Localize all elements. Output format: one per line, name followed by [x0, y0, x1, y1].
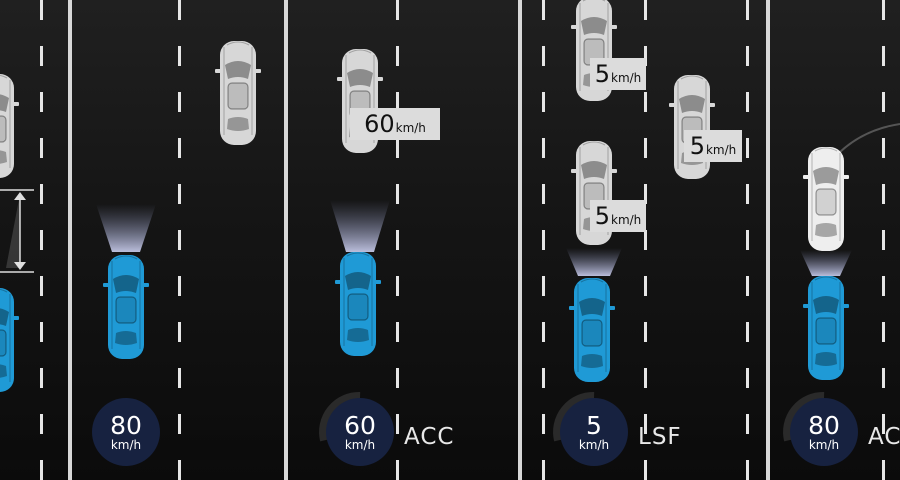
traffic-speed-label: 5 km/h	[684, 130, 742, 162]
lead-car	[214, 40, 262, 146]
headlight-beam	[566, 248, 622, 276]
speed-value: 5	[586, 410, 602, 440]
traffic-speed-unit: km/h	[611, 71, 642, 85]
lead-car	[336, 48, 384, 154]
speed-value: 80	[808, 410, 840, 440]
speed-unit: km/h	[578, 437, 610, 452]
speed-gauge: 5 km/h	[553, 392, 628, 466]
traffic-speed-unit: km/h	[705, 143, 737, 157]
lane-marking-dashed	[396, 0, 399, 480]
lead-speed-value: 60	[364, 110, 395, 138]
panel-5-acc-cut: 80 km/h AC	[770, 0, 900, 480]
ego-car	[102, 254, 150, 360]
lead-car	[0, 73, 20, 179]
mode-label: AC	[868, 424, 900, 450]
lead-speed-unit: km/h	[395, 121, 426, 135]
speed-gauge: 80 km/h	[92, 398, 160, 466]
speed-unit: km/h	[110, 437, 142, 452]
speed-dial: 60 km/h	[326, 398, 394, 466]
speed-dial: 5 km/h	[560, 398, 628, 466]
headlight-beam	[800, 250, 852, 276]
speed-gauge: 60 km/h	[319, 392, 394, 466]
lane-marking-dashed	[178, 0, 181, 480]
speed-value: 80	[110, 410, 142, 440]
panel-3-acc: 60 km/h 60 km/h ACC	[288, 0, 518, 480]
lane-marking-dashed	[40, 0, 43, 480]
panel-1-distance	[0, 0, 60, 480]
mode-label: ACC	[404, 424, 455, 450]
lead-speed-unit: km/h	[611, 213, 642, 227]
speed-dial: 80 km/h	[92, 398, 160, 466]
ego-car	[334, 251, 382, 357]
lead-speed-value: 5	[594, 202, 610, 230]
lane-marking-dashed	[882, 0, 885, 480]
speed-value: 60	[344, 410, 376, 440]
panel-divider	[68, 0, 72, 480]
lead-car-speed-label: 5 km/h	[590, 200, 646, 232]
traffic-car	[668, 74, 716, 180]
panel-divider	[284, 0, 288, 480]
speed-unit: km/h	[344, 437, 376, 452]
lane-marking-dashed	[644, 0, 647, 480]
lead-car-speed-label: 60 km/h	[350, 108, 440, 140]
speed-gauge: 80 km/h	[783, 392, 858, 466]
panel-4-lsf: 5 km/h 5 km/h 5 km/h 5 km/h LSF	[522, 0, 752, 480]
speed-dial: 80 km/h	[790, 398, 858, 466]
panel-divider	[518, 0, 522, 480]
traffic-speed-value: 5	[689, 132, 705, 160]
traffic-speed-label: 5 km/h	[590, 58, 646, 90]
ego-car	[568, 277, 616, 383]
mode-label: LSF	[638, 424, 682, 450]
lane-marking-dashed	[746, 0, 749, 480]
distance-arrow-icon	[0, 189, 34, 273]
traffic-speed-value: 5	[594, 60, 610, 88]
headlight-beam	[330, 200, 390, 252]
ego-car	[802, 275, 850, 381]
cut-in-car	[802, 146, 850, 252]
panel-divider	[766, 0, 770, 480]
headlight-beam	[96, 204, 156, 252]
panel-2-no-acc: 80 km/h	[72, 0, 284, 480]
lane-marking-dashed	[542, 0, 545, 480]
speed-unit: km/h	[808, 437, 840, 452]
ego-car	[0, 287, 20, 393]
